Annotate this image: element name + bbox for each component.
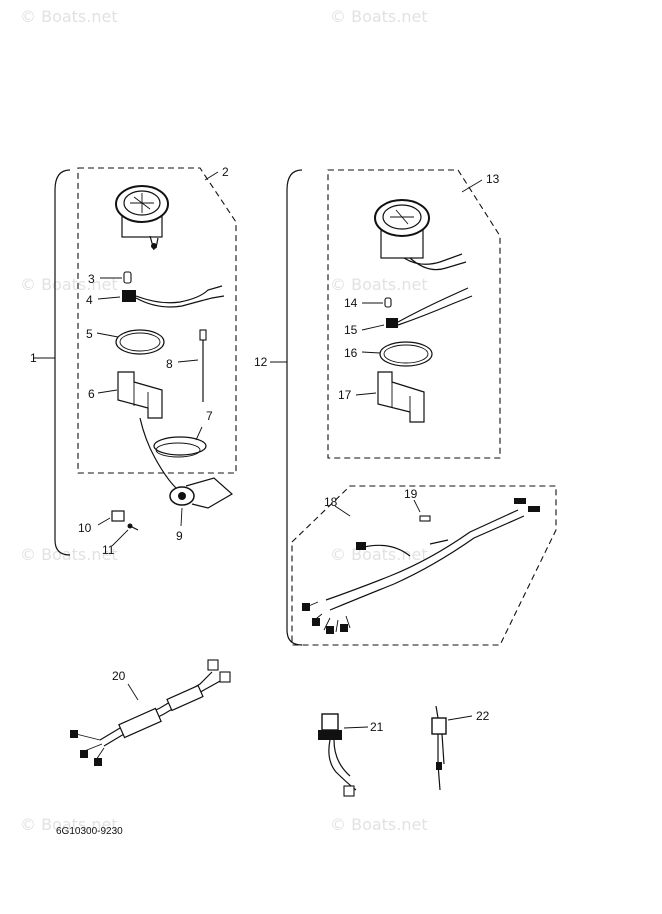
callout-10: 10 [78,521,92,535]
part-5-ring [96,329,165,355]
callout-13: 13 [486,172,500,186]
callout-14: 14 [344,296,358,310]
callout-20: 20 [112,669,126,683]
callout-21: 21 [370,720,384,734]
gauge-meter-left [115,185,169,251]
callout-8: 8 [166,357,173,371]
diagram-code: 6G10300-9230 [56,826,123,837]
part-7-cable-coil [139,417,207,489]
watermark-text: © Boats.net [330,815,428,834]
harness-18-dashed-border [291,485,557,646]
part-18-wire-harness [302,498,540,634]
callout-6: 6 [88,387,95,401]
part-14-bulb [362,297,392,308]
part-6-bracket [97,371,163,419]
right-kit-bracket [270,169,303,646]
callout-9: 9 [176,529,183,543]
callout-18: 18 [324,495,338,509]
callout-labels: 2 3 4 5 1 8 6 7 10 9 11 13 14 15 16 12 1… [30,165,500,734]
callout-3: 3 [88,272,95,286]
callout-15: 15 [344,323,358,337]
left-kit-bracket [33,169,71,556]
kit-2-dashed-border [77,167,237,474]
part-10-clip [97,510,125,526]
callout-17: 17 [338,388,352,402]
callout-5: 5 [86,327,93,341]
callout-11: 11 [102,543,115,557]
watermark-text: © Boats.net [20,275,118,294]
watermarks: © Boats.net © Boats.net © Boats.net © Bo… [20,7,428,834]
callout-1: 1 [30,351,37,365]
callout-7: 7 [206,409,213,423]
callout-22: 22 [476,709,490,723]
watermark-text: © Boats.net [20,815,118,834]
watermark-text: © Boats.net [330,7,428,26]
watermark-text: © Boats.net [330,545,428,564]
callout-19: 19 [404,487,418,501]
callout-12: 12 [254,355,268,369]
part-4-lead-wire [97,285,225,308]
part-22-toggle-switch [431,705,473,791]
callout-2: 2 [222,165,229,179]
kit-13-dashed-border [327,169,501,459]
part-8-tie-strap [177,329,207,402]
callout-4: 4 [86,293,93,307]
part-9-speed-sensor [169,477,234,527]
part-11-screw [111,523,139,547]
gauge-meter-right [374,199,467,271]
part-17-bracket [355,371,425,423]
callout-16: 16 [344,346,358,360]
watermark-text: © Boats.net [20,7,118,26]
part-20-extension-harness [70,659,231,766]
part-19-fuse [413,499,431,522]
part-16-ring [361,341,433,367]
part-21-switch [318,713,369,797]
part-3-bulb [100,271,132,284]
part-15-lead-wire [361,287,473,331]
watermark-text: © Boats.net [330,275,428,294]
